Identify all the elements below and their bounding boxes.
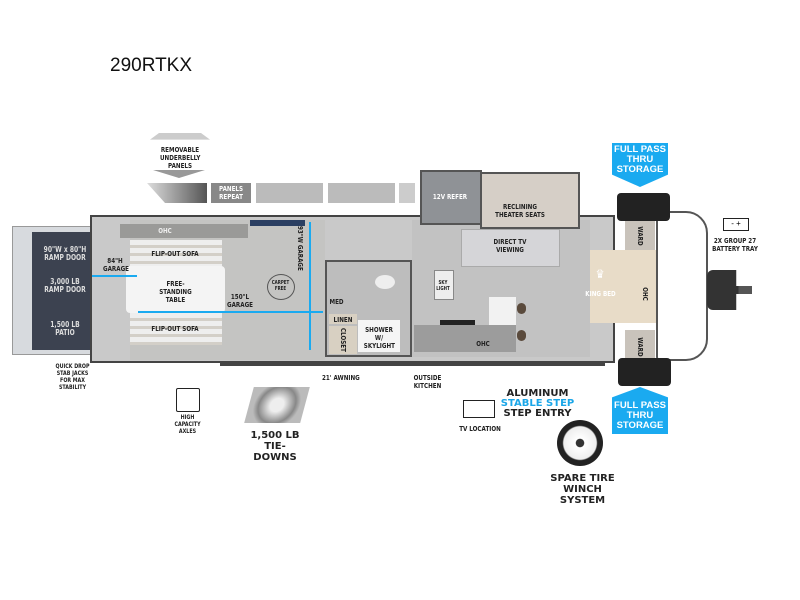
hitch: [707, 270, 752, 310]
shower-label: SHOWER W/ SKYLIGHT: [363, 326, 395, 350]
storage-bottom-callout: FULL PASS THRU STORAGE: [612, 387, 668, 434]
front-cap: [656, 211, 708, 361]
kitchen-ohc-label: OHC: [476, 340, 490, 348]
linen-label: LINEN: [333, 316, 353, 324]
axles-label: HIGH CAPACITY AXLES: [174, 414, 201, 435]
sofa-bottom: [130, 313, 222, 345]
tv-viewing-zone: [461, 229, 560, 267]
sofa-top-label: FLIP-OUT SOFA: [151, 250, 199, 258]
patio-label: 1,500 LB PATIO: [50, 320, 80, 337]
seats-label: RECLINING THEATER SEATS: [495, 203, 545, 219]
tie-downs-label: 1,500 LB TIE-DOWNS: [250, 430, 300, 463]
free-standing-table: [126, 266, 225, 313]
step-label-1: ALUMINUM: [506, 388, 569, 399]
outside-kitchen-label: OUTSIDE KITCHEN: [413, 374, 442, 390]
wardrobe-top: [625, 218, 655, 250]
stool-icon: [517, 303, 526, 314]
garage-length-label: 150"L GARAGE: [227, 293, 253, 309]
underbelly-panel: [328, 183, 395, 203]
storage-bottom: [618, 358, 671, 386]
kitchen-island: [489, 297, 516, 325]
underbelly-panel: [399, 183, 415, 203]
bedroom-ohc-label: OHC: [641, 287, 649, 301]
garage-ohc-label: OHC: [158, 227, 172, 235]
spare-tire-icon: [557, 420, 603, 466]
med-label: MED: [329, 298, 344, 306]
sofa-top: [130, 240, 222, 268]
storage-top: [617, 193, 670, 221]
battery-icon: - +: [723, 218, 749, 231]
arrow-down-icon: [150, 133, 210, 140]
linen-cabinet: [329, 314, 357, 324]
garage-width-arrow: [309, 222, 311, 350]
skylight: [434, 270, 454, 300]
panels-repeat-box: [211, 183, 251, 203]
ward-bottom-label: WARD: [636, 337, 644, 357]
carpet-free-logo: [267, 274, 295, 300]
underbelly-label: REMOVABLE UNDERBELLY PANELS: [160, 146, 201, 170]
ramp-weight-label: 3,000 LB RAMP DOOR: [44, 277, 86, 294]
king-bed-label: KING BED: [585, 290, 616, 298]
theater-seats: [480, 172, 580, 229]
tv-viewing-label: DIRECT TV VIEWING: [493, 238, 527, 254]
garage-height-label: 84"H GARAGE: [103, 257, 129, 273]
step-label-3: STEP ENTRY: [503, 408, 572, 419]
garage-ohc: [120, 224, 248, 238]
awning-label: 21' AWNING: [322, 374, 360, 382]
closet: [329, 326, 357, 354]
tv-location-label: TV LOCATION: [459, 425, 501, 433]
tie-down-icon: [244, 387, 310, 423]
spare-tire-label: SPARE TIRE WINCH SYSTEM: [550, 473, 615, 506]
step-label-2: STABLE STEP: [500, 398, 575, 409]
crown-icon: ♛: [595, 267, 605, 281]
wardrobe-bottom: [625, 330, 655, 360]
carpet-free-label: CARPET FREE: [271, 280, 290, 292]
stab-jacks-label: QUICK DROP STAB JACKS FOR MAX STABILITY: [55, 363, 90, 391]
shower: [358, 320, 400, 352]
closet-label: CLOSET: [339, 328, 347, 352]
scale-icon: [176, 388, 200, 412]
awning-rail: [220, 363, 605, 366]
underbelly-panel: [256, 183, 323, 203]
kitchen-counter: [414, 325, 516, 352]
garage-length-arrow: [138, 311, 323, 313]
storage-top-callout: FULL PASS THRU STORAGE: [612, 143, 668, 187]
sofa-bottom-label: FLIP-OUT SOFA: [151, 325, 199, 333]
arrow-down-icon: [153, 170, 205, 178]
garage-height-arrow: [92, 275, 137, 277]
toilet-icon: [375, 275, 395, 289]
stool-icon: [517, 330, 526, 341]
tv-icon: [463, 400, 495, 418]
garage-width-label: 93"W GARAGE: [296, 226, 304, 271]
ramp-size-label: 90"W x 80"H RAMP DOOR: [43, 245, 87, 262]
king-bed: [590, 250, 660, 323]
panels-repeat-label: PANELS REPEAT: [218, 185, 244, 201]
model-title: 290RTKX: [110, 55, 193, 76]
table-label: FREE-STANDING TABLE: [159, 280, 192, 304]
battery-label: 2X GROUP 27 BATTERY TRAY: [712, 237, 758, 253]
refer-label: 12V REFER: [432, 193, 468, 201]
skylight-label: SKY LIGHT: [436, 280, 450, 292]
window: [250, 220, 305, 226]
ward-top-label: WARD: [636, 226, 644, 246]
underbelly-panel: [147, 183, 207, 203]
